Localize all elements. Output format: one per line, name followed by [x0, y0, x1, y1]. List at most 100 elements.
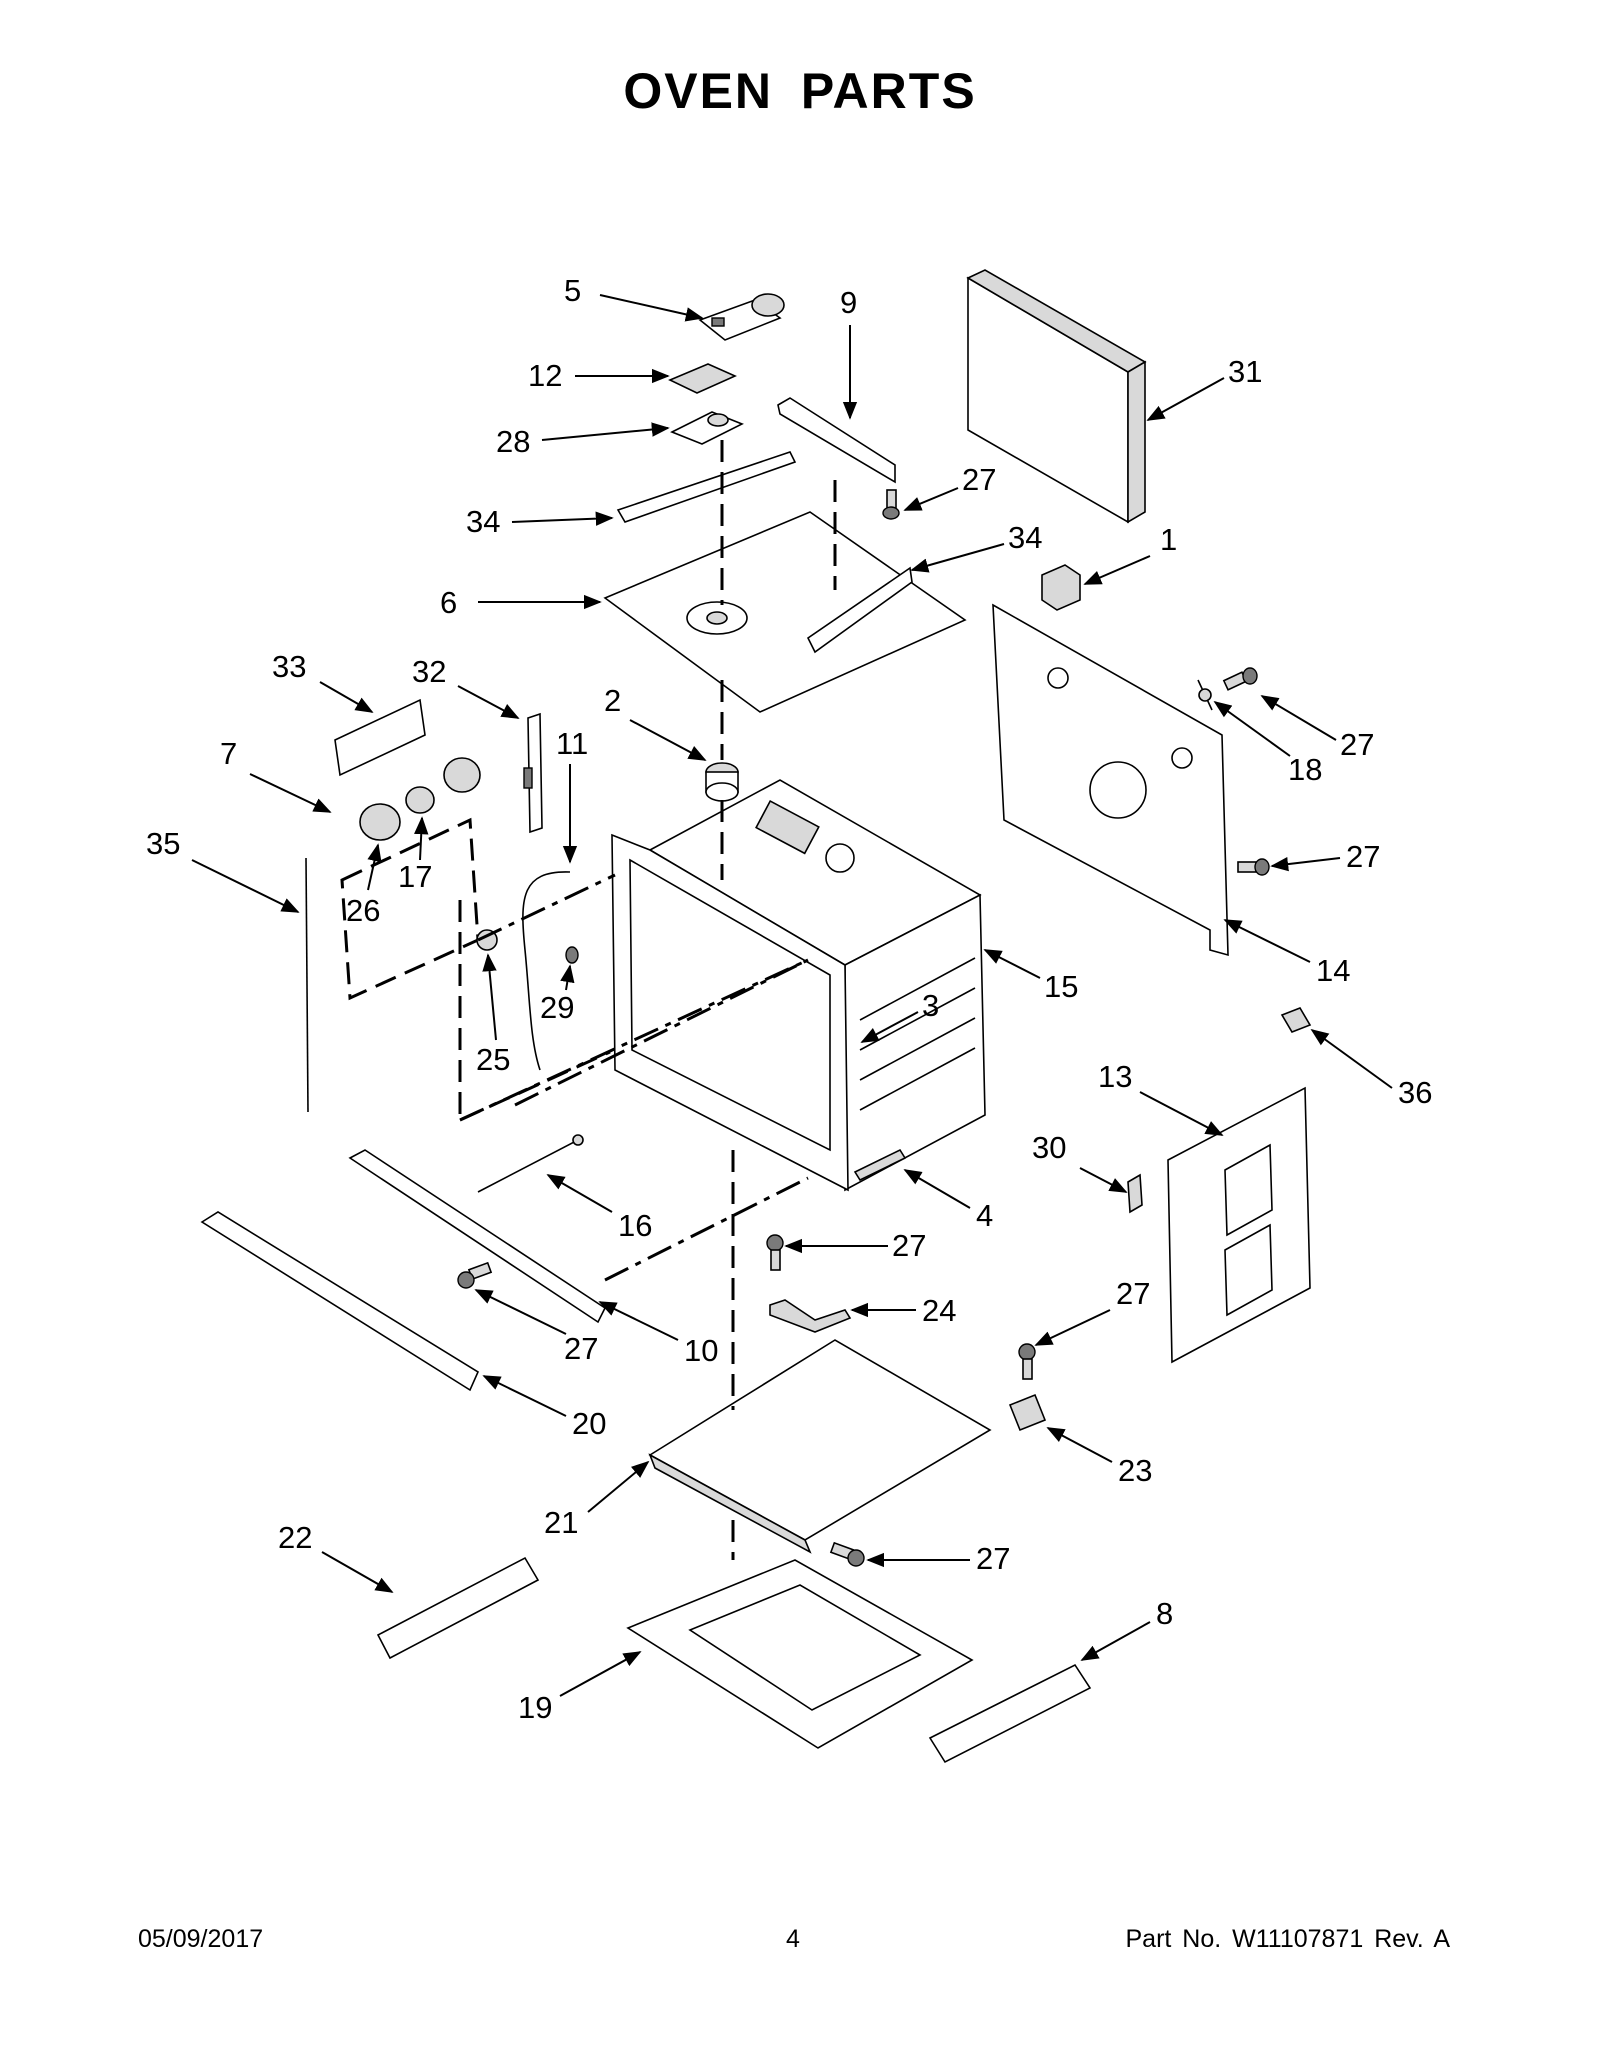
callout-27-c: 27 — [1270, 839, 1380, 874]
svg-text:22: 22 — [278, 1520, 312, 1555]
footer-part-number: Part No. W11107871 Rev. A — [1125, 1925, 1451, 1953]
svg-text:26: 26 — [346, 893, 380, 928]
svg-text:27: 27 — [1346, 839, 1380, 874]
part-15-oven-cavity — [611, 779, 986, 1192]
svg-text:16: 16 — [618, 1208, 652, 1243]
assembly-guide-lines — [458, 440, 837, 1560]
callout-6: 6 — [440, 585, 602, 620]
svg-text:8: 8 — [1156, 1596, 1173, 1631]
part-12-bracket — [668, 363, 737, 394]
callout-13: 13 — [1098, 1059, 1224, 1136]
svg-text:35: 35 — [146, 826, 180, 861]
callout-11: 11 — [556, 726, 588, 864]
callout-27-a: 27 — [903, 462, 996, 511]
callout-12: 12 — [528, 358, 670, 393]
callout-34-a: 34 — [466, 504, 614, 539]
part-27-screw-left — [457, 1261, 493, 1289]
part-5-motor — [698, 293, 785, 341]
callout-29: 29 — [540, 964, 574, 1025]
svg-text:7: 7 — [220, 736, 237, 771]
svg-text:20: 20 — [572, 1406, 606, 1441]
svg-text:21: 21 — [544, 1505, 578, 1540]
svg-text:10: 10 — [684, 1333, 718, 1368]
callout-27-f: 27 — [474, 1289, 598, 1366]
svg-text:6: 6 — [440, 585, 457, 620]
callout-2: 2 — [604, 683, 707, 761]
callout-10: 10 — [598, 1301, 718, 1368]
svg-text:24: 24 — [922, 1293, 956, 1328]
callout-26: 26 — [346, 843, 382, 928]
part-34-duct-left — [616, 451, 797, 523]
svg-text:27: 27 — [1340, 727, 1374, 762]
callout-36: 36 — [1310, 1028, 1432, 1110]
part-24-bracket — [769, 1299, 852, 1333]
part-16-sensor — [477, 1134, 584, 1193]
callout-30: 30 — [1032, 1130, 1128, 1193]
part-23-bracket — [1008, 1393, 1047, 1432]
svg-text:3: 3 — [922, 988, 939, 1023]
part-27-screw-right — [1222, 667, 1258, 691]
callout-5: 5 — [564, 273, 704, 322]
svg-text:36: 36 — [1398, 1075, 1432, 1110]
callout-3: 3 — [860, 988, 939, 1043]
callout-34-b: 34 — [910, 520, 1042, 573]
part-1-bracket — [1041, 564, 1081, 611]
callout-9: 9 — [840, 285, 857, 420]
callout-17: 17 — [398, 816, 432, 894]
svg-text:12: 12 — [528, 358, 562, 393]
part-20-lower-trim — [200, 1211, 480, 1392]
svg-text:11: 11 — [556, 726, 588, 761]
callout-19: 19 — [518, 1651, 642, 1725]
svg-text:30: 30 — [1032, 1130, 1066, 1165]
svg-text:27: 27 — [1116, 1276, 1150, 1311]
part-4-bracket — [853, 1148, 907, 1182]
callout-32: 32 — [412, 654, 520, 719]
svg-text:17: 17 — [398, 859, 432, 894]
svg-text:27: 27 — [892, 1228, 926, 1263]
part-29-clip — [565, 946, 579, 964]
callout-14: 14 — [1223, 919, 1350, 988]
callout-22: 22 — [278, 1520, 394, 1593]
callout-7: 7 — [220, 736, 332, 813]
callout-31: 31 — [1146, 354, 1262, 421]
part-27-screw-lowright — [1018, 1343, 1036, 1380]
callout-27-b: 27 — [1260, 695, 1374, 762]
svg-text:23: 23 — [1118, 1453, 1152, 1488]
callout-23: 23 — [1046, 1427, 1152, 1488]
part-27-screw-mid — [766, 1234, 784, 1271]
callout-20: 20 — [482, 1375, 606, 1441]
part-9-rail — [777, 397, 896, 484]
svg-text:18: 18 — [1288, 752, 1322, 787]
part-32-bracket — [523, 712, 543, 834]
callout-27-e: 27 — [1034, 1276, 1150, 1346]
callout-28: 28 — [496, 422, 670, 459]
part-14-side-panel — [992, 603, 1229, 957]
part-11-wire — [522, 871, 571, 1071]
part-27-screw-right2 — [1237, 858, 1270, 876]
svg-text:27: 27 — [564, 1331, 598, 1366]
svg-text:2: 2 — [604, 683, 621, 718]
callout-25: 25 — [476, 953, 510, 1077]
svg-text:27: 27 — [962, 462, 996, 497]
svg-text:9: 9 — [840, 285, 857, 320]
svg-text:14: 14 — [1316, 953, 1350, 988]
svg-text:15: 15 — [1044, 969, 1078, 1004]
svg-text:4: 4 — [976, 1198, 993, 1233]
footer-page-number: 4 — [786, 1925, 800, 1953]
callout-8: 8 — [1080, 1596, 1173, 1661]
callout-4: 4 — [903, 1169, 993, 1233]
svg-text:13: 13 — [1098, 1059, 1132, 1094]
part-27-screw-bottom — [829, 1541, 865, 1567]
svg-text:19: 19 — [518, 1690, 552, 1725]
part-21-bottom-panel — [648, 1339, 992, 1554]
callout-1: 1 — [1083, 522, 1177, 585]
part-10-front-trim — [348, 1149, 607, 1324]
svg-text:31: 31 — [1228, 354, 1262, 389]
callout-27-g: 27 — [866, 1541, 1010, 1576]
footer-date: 05/09/2017 — [138, 1925, 264, 1953]
part-34-duct-right — [806, 566, 913, 654]
svg-text:28: 28 — [496, 424, 530, 459]
callout-35: 35 — [146, 826, 300, 913]
part-19-floor-panel — [626, 1559, 974, 1749]
